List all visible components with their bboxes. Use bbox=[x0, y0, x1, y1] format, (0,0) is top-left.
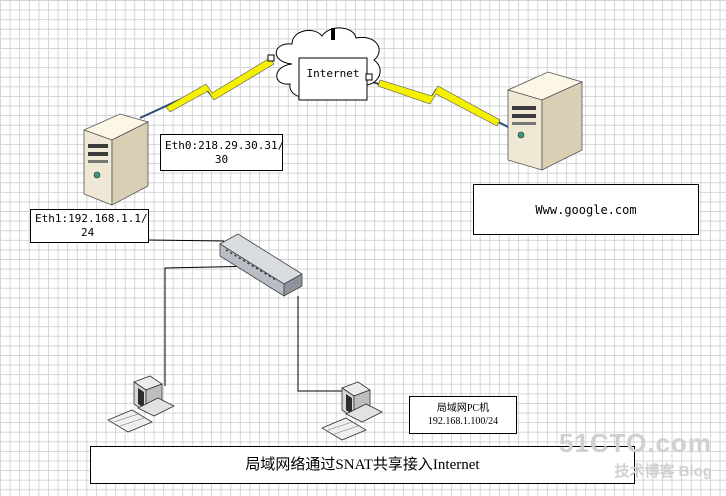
router-switch-link bbox=[148, 239, 225, 242]
pc-left-icon bbox=[107, 375, 175, 433]
eth1-address-line2: 24 bbox=[81, 226, 95, 239]
eth0-address-line2: 30 bbox=[214, 153, 229, 166]
lightning-bolt-left bbox=[165, 57, 275, 113]
eth0-address-line1: Eth0:218.29.30.31/ bbox=[165, 139, 285, 152]
diagram-caption-box: 局域网络通过SNAT共享接入Internet bbox=[90, 446, 635, 484]
switch-icon bbox=[219, 233, 303, 297]
internet-cloud-label: Internet bbox=[306, 67, 360, 80]
lan-pc-address: 192.168.1.100/24 bbox=[427, 416, 499, 427]
lan-pc-label-box: 局域网PC机 192.168.1.100/24 bbox=[409, 396, 517, 434]
internet-cloud-icon bbox=[267, 27, 381, 101]
remote-server-label-box: Www.google.com bbox=[473, 184, 699, 235]
lan-pc-name: 局域网PC机 bbox=[436, 403, 490, 414]
remote-server-label: Www.google.com bbox=[535, 202, 637, 217]
router-server-icon bbox=[82, 113, 150, 206]
watermark-brand: 51CTO.com bbox=[558, 428, 712, 458]
google-server-icon bbox=[506, 71, 584, 171]
eth1-address-line1: Eth1:192.168.1.1/ bbox=[35, 212, 148, 225]
lightning-bolt-right bbox=[377, 79, 501, 127]
watermark-tagline: 技术博客 Blog bbox=[614, 463, 713, 480]
pc-right-icon bbox=[321, 381, 383, 441]
eth0-address-box: Eth0:218.29.30.31/ 30 bbox=[160, 134, 285, 171]
switch-pc-left-link bbox=[164, 265, 259, 386]
eth1-address-box: Eth1:192.168.1.1/ 24 bbox=[30, 209, 149, 243]
diagram-caption: 局域网络通过SNAT共享接入Internet bbox=[245, 457, 480, 473]
switch-pc-right-link bbox=[297, 296, 345, 392]
